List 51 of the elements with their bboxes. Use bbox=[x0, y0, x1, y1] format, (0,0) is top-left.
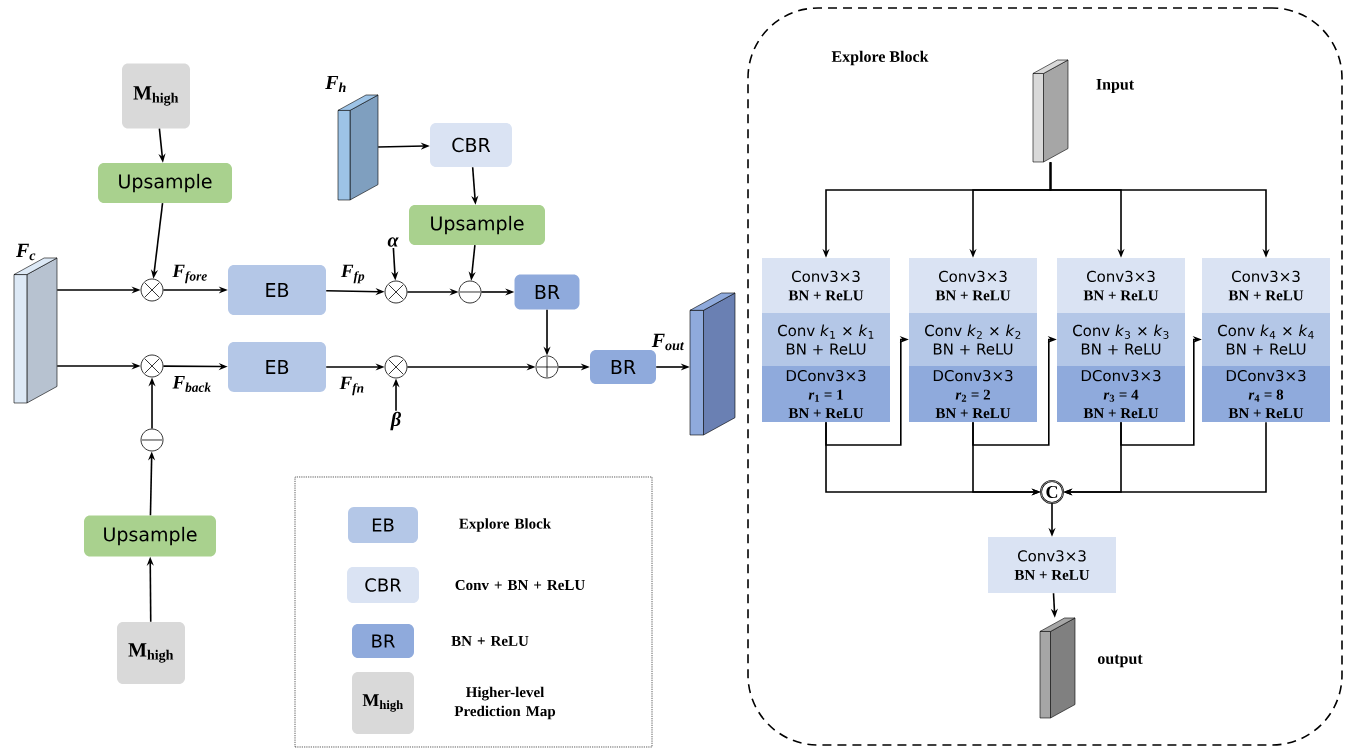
feature-label: output bbox=[1097, 654, 1143, 668]
operator-circle bbox=[535, 355, 559, 379]
process-box: Conv3×3 BN + ReLU bbox=[988, 537, 1116, 593]
process-box: DConv3×3 r$_{4}$ = 8 BN + ReLU bbox=[1202, 366, 1330, 422]
block-title: Explore Block bbox=[831, 50, 929, 66]
process-box: EB bbox=[228, 265, 326, 315]
process-box: Conv3×3 BN + ReLU bbox=[1057, 258, 1185, 313]
process-box: DConv3×3 r$_{1}$ = 1 BN + ReLU bbox=[762, 366, 890, 422]
process-box: DConv3×3 r$_{2}$ = 2 BN + ReLU bbox=[909, 366, 1037, 422]
feature-label: F$_{c}$ bbox=[15, 243, 36, 261]
process-box: BR bbox=[590, 350, 656, 384]
process-box: Conv k$_{4}$ × k$_{4}$ BN + ReLU bbox=[1202, 313, 1330, 366]
edge-label: F$_{back}$ bbox=[172, 376, 211, 392]
feature-label: F$_{out}$ bbox=[651, 333, 685, 351]
process-box: M$_{high}$ bbox=[122, 63, 190, 129]
process-box: Conv3×3 BN + ReLU bbox=[762, 258, 890, 313]
legend-text: BN + ReLU bbox=[451, 636, 529, 646]
process-box: BR bbox=[352, 624, 414, 658]
process-box: M$_{high}$ bbox=[352, 672, 414, 734]
process-box: BR bbox=[514, 274, 580, 310]
process-box: Upsample bbox=[98, 163, 232, 203]
weight-label: α bbox=[387, 237, 399, 247]
feature-label: F$_{h}$ bbox=[325, 75, 346, 93]
operator-circle bbox=[140, 354, 164, 378]
process-box: Upsample bbox=[409, 205, 545, 245]
process-box: CBR bbox=[347, 567, 419, 603]
edge-label: F$_{fn}$ bbox=[339, 376, 364, 396]
process-box: EB bbox=[228, 342, 326, 392]
process-box: Conv k$_{2}$ × k$_{2}$ BN + ReLU bbox=[909, 313, 1037, 366]
edge-label: F$_{fp}$ bbox=[340, 264, 365, 284]
operator-circle bbox=[458, 280, 482, 304]
legend-text: Higher-level Prediction Map bbox=[454, 686, 556, 720]
process-box: Conv k$_{1}$ × k$_{1}$ BN + ReLU bbox=[762, 313, 890, 366]
process-box: CBR bbox=[430, 123, 512, 167]
operator-circle bbox=[140, 278, 164, 302]
weight-label: β bbox=[390, 411, 401, 431]
legend-text: Conv + BN + ReLU bbox=[455, 579, 585, 591]
process-box: Conv3×3 BN + ReLU bbox=[1202, 258, 1330, 313]
legend-frame bbox=[294, 476, 653, 748]
process-box: Upsample bbox=[84, 515, 216, 557]
process-box: Conv k$_{3}$ × k$_{3}$ BN + ReLU bbox=[1057, 313, 1185, 366]
operator-circle bbox=[384, 280, 408, 304]
operator-circle bbox=[384, 355, 408, 379]
process-box: DConv3×3 r$_{3}$ = 4 BN + ReLU bbox=[1057, 366, 1185, 422]
process-box: EB bbox=[348, 507, 418, 543]
legend-text: Explore Block bbox=[459, 518, 552, 532]
edge-label: F$_{fore}$ bbox=[172, 264, 207, 284]
feature-label: Input bbox=[1096, 79, 1135, 93]
process-box: M$_{high}$ bbox=[117, 622, 185, 684]
operator-circle bbox=[140, 428, 164, 452]
process-box: Conv3×3 BN + ReLU bbox=[909, 258, 1037, 313]
